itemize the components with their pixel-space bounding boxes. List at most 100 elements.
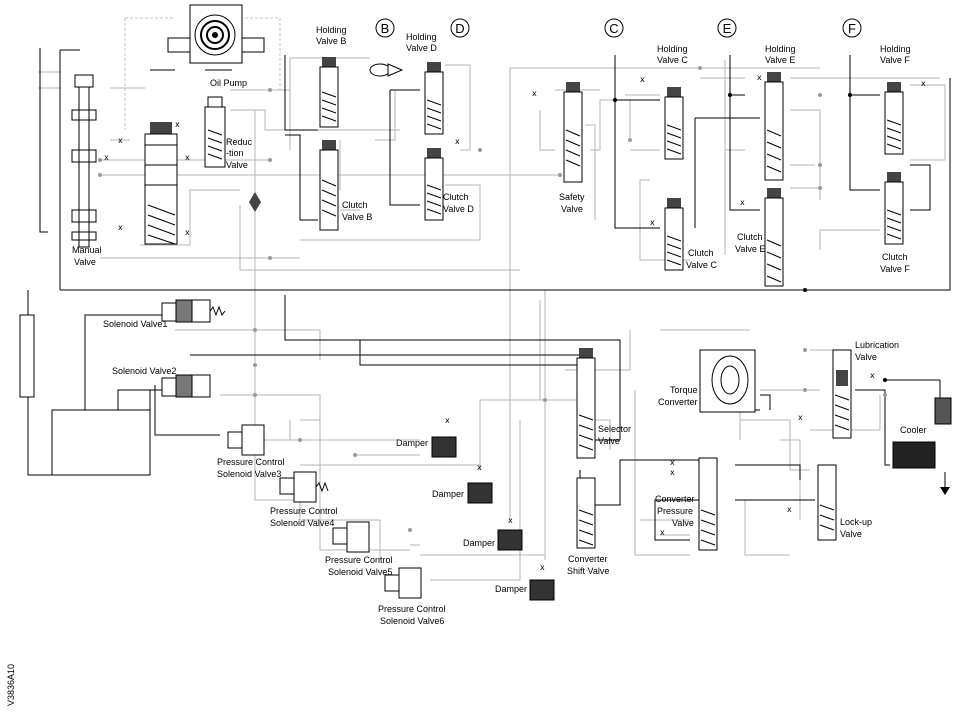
label-clutch-valve-f-2: Valve F (880, 264, 910, 274)
valve-clutch-b (319, 140, 339, 231)
label-oil-pump: Oil Pump (210, 78, 247, 88)
label-damper-3: Damper (463, 538, 495, 548)
label-solenoid-valve-2: Solenoid Valve2 (112, 366, 176, 376)
svg-text:B: B (381, 21, 390, 36)
svg-text:x: x (650, 218, 655, 227)
svg-text:x: x (508, 516, 513, 525)
junction-dots-black (613, 93, 887, 382)
label-selector-valve-1: Selector (598, 424, 631, 434)
label-pcsv6-2: Solenoid Valve6 (380, 616, 444, 626)
svg-text:x: x (477, 463, 482, 472)
svg-text:x: x (787, 505, 792, 514)
pressure-valve-main (144, 122, 178, 245)
check-valve-b (369, 63, 404, 77)
label-torque-converter-2: Converter (658, 397, 698, 407)
label-clutch-valve-d-2: Valve D (443, 204, 474, 214)
svg-text:x: x (455, 137, 460, 146)
label-lubrication-valve-1: Lubrication (855, 340, 899, 350)
label-safety-valve-1: Safety (559, 192, 585, 202)
svg-text:x: x (185, 153, 190, 162)
torque-converter (699, 349, 756, 413)
solenoid-valve-1 (161, 299, 226, 323)
damper-1 (431, 436, 457, 458)
label-selector-valve-2: Valve (598, 436, 620, 446)
pressure-control-solenoid-6 (384, 567, 422, 599)
label-clutch-valve-e-1: Clutch (737, 232, 763, 242)
valve-lubrication (832, 349, 852, 439)
manual-valve (71, 74, 97, 248)
pressure-control-solenoid-4 (279, 471, 329, 503)
label-pcsv3-1: Pressure Control (217, 457, 285, 467)
label-torque-converter-1: Torque (670, 385, 698, 395)
label-solenoid-valve-1: Solenoid Valve1 (103, 319, 167, 329)
label-holding-valve-b-2: Valve B (316, 36, 346, 46)
circle-marker-d: D (450, 18, 470, 38)
svg-text:C: C (609, 21, 618, 36)
pressure-control-solenoid-3 (227, 424, 265, 456)
valve-converter-pressure (698, 457, 718, 551)
label-pcsv4-1: Pressure Control (270, 506, 338, 516)
svg-text:x: x (921, 79, 926, 88)
label-lockup-valve-1: Lock-up (840, 517, 872, 527)
label-clutch-valve-b-1: Clutch (342, 200, 368, 210)
svg-text:x: x (740, 198, 745, 207)
circle-marker-c: C (604, 18, 624, 38)
label-reduction-valve-1: Reduc (226, 137, 253, 147)
label-converter-shift-valve-1: Converter (568, 554, 608, 564)
label-reduction-valve-3: Valve (226, 160, 248, 170)
label-converter-pressure-valve-1: Converter (655, 494, 695, 504)
pressure-control-solenoid-5 (332, 521, 370, 553)
label-lubrication-valve-2: Valve (855, 352, 877, 362)
sump (19, 314, 151, 476)
valve-holding-d (424, 62, 444, 135)
circle-marker-e: E (717, 18, 737, 38)
label-pcsv6-1: Pressure Control (378, 604, 446, 614)
label-holding-valve-e-1: Holding (765, 44, 796, 54)
svg-text:x: x (445, 416, 450, 425)
svg-text:x: x (798, 413, 803, 422)
svg-text:x: x (670, 458, 675, 467)
svg-text:x: x (757, 73, 762, 82)
label-clutch-valve-f-1: Clutch (882, 252, 908, 262)
junction-dots (98, 66, 887, 532)
svg-text:x: x (118, 223, 123, 232)
filter (934, 397, 952, 425)
damper-2 (467, 482, 493, 504)
label-holding-valve-f-1: Holding (880, 44, 911, 54)
label-safety-valve-2: Valve (561, 204, 583, 214)
damper-3 (497, 529, 523, 551)
label-holding-valve-d-1: Holding (406, 32, 437, 42)
valve-holding-c (664, 87, 684, 160)
cooler (892, 441, 950, 495)
valve-selector (576, 348, 596, 459)
label-pcsv5-2: Solenoid Valve5 (328, 567, 392, 577)
valve-safety (563, 82, 583, 183)
svg-text:x: x (118, 136, 123, 145)
label-holding-valve-e-2: Valve E (765, 55, 795, 65)
valve-holding-b (319, 57, 339, 128)
label-clutch-valve-e-2: Valve E (735, 244, 765, 254)
svg-text:x: x (640, 75, 645, 84)
valve-clutch-e (764, 188, 784, 287)
damper-4 (529, 579, 555, 601)
label-clutch-valve-c-1: Clutch (688, 248, 714, 258)
svg-text:x: x (540, 563, 545, 572)
valve-converter-shift (576, 477, 596, 549)
valve-holding-e (764, 72, 784, 181)
label-reduction-valve-2: -tion (226, 148, 244, 158)
valve-clutch-f (884, 172, 904, 245)
valve-clutch-c (664, 198, 684, 271)
label-damper-4: Damper (495, 584, 527, 594)
label-holding-valve-c-2: Valve C (657, 55, 688, 65)
svg-text:x: x (870, 371, 875, 380)
oil-pump (150, 4, 265, 71)
svg-text:x: x (670, 468, 675, 477)
label-converter-pressure-valve-2: Pressure (657, 506, 693, 516)
circle-marker-f: F (842, 18, 862, 38)
label-clutch-valve-b-2: Valve B (342, 212, 372, 222)
valve-clutch-d (424, 148, 444, 221)
diamond-valve (249, 192, 261, 212)
solenoid-valve-2 (161, 374, 211, 398)
svg-text:E: E (723, 21, 732, 36)
